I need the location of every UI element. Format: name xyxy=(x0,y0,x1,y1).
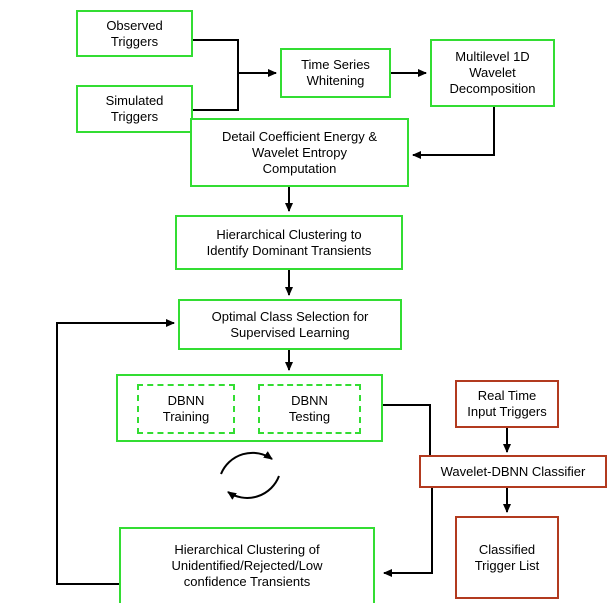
arrow-dbnn-to-classifier xyxy=(383,404,434,471)
energy-entropy-box: Detail Coefficient Energy & Wavelet Entr… xyxy=(190,118,409,187)
dbnn-testing-label: DBNN Testing xyxy=(288,393,331,424)
observed-triggers-label: Observed Triggers xyxy=(106,17,163,49)
wavelet-dbnn-classifier-label: Wavelet-DBNN Classifier xyxy=(440,463,586,479)
energy-entropy-label: Detail Coefficient Energy & Wavelet Entr… xyxy=(221,128,378,176)
wavelet-decomposition-label: Multilevel 1D Wavelet Decomposition xyxy=(449,49,536,96)
classified-list-box: Classified Trigger List xyxy=(455,516,559,599)
simulated-triggers-box: Simulated Triggers xyxy=(76,85,193,133)
merge-connector xyxy=(193,39,276,111)
dbnn-training-box: DBNN Training xyxy=(137,384,235,434)
cycle-arc-top xyxy=(220,451,273,475)
arrow-classifier-to-reclustering xyxy=(383,488,433,577)
wavelet-decomposition-box: Multilevel 1D Wavelet Decomposition xyxy=(430,39,555,107)
observed-triggers-box: Observed Triggers xyxy=(76,10,193,57)
feedback-loop-arrow xyxy=(56,319,175,585)
optimal-class-selection-box: Optimal Class Selection for Supervised L… xyxy=(178,299,402,350)
time-series-whitening-box: Time Series Whitening xyxy=(280,48,391,98)
classified-list-label: Classified Trigger List xyxy=(474,541,540,573)
real-time-input-label: Real Time Input Triggers xyxy=(467,388,547,419)
hierarchical-clustering-box: Hierarchical Clustering to Identify Domi… xyxy=(175,215,403,270)
real-time-input-box: Real Time Input Triggers xyxy=(455,380,559,428)
wavelet-dbnn-classifier-box: Wavelet-DBNN Classifier xyxy=(419,455,607,488)
dbnn-training-label: DBNN Training xyxy=(162,393,210,424)
time-series-whitening-label: Time Series Whitening xyxy=(301,57,370,88)
simulated-triggers-label: Simulated Triggers xyxy=(105,93,164,124)
reclustering-box: Hierarchical Clustering of Unidentified/… xyxy=(119,527,375,603)
arrow-wavelet-to-energy xyxy=(412,107,495,159)
optimal-class-selection-label: Optimal Class Selection for Supervised L… xyxy=(211,308,369,340)
cycle-arc-bottom xyxy=(227,475,280,500)
dbnn-testing-box: DBNN Testing xyxy=(258,384,361,434)
reclustering-label: Hierarchical Clustering of Unidentified/… xyxy=(171,542,323,589)
hierarchical-clustering-label: Hierarchical Clustering to Identify Domi… xyxy=(206,226,372,258)
